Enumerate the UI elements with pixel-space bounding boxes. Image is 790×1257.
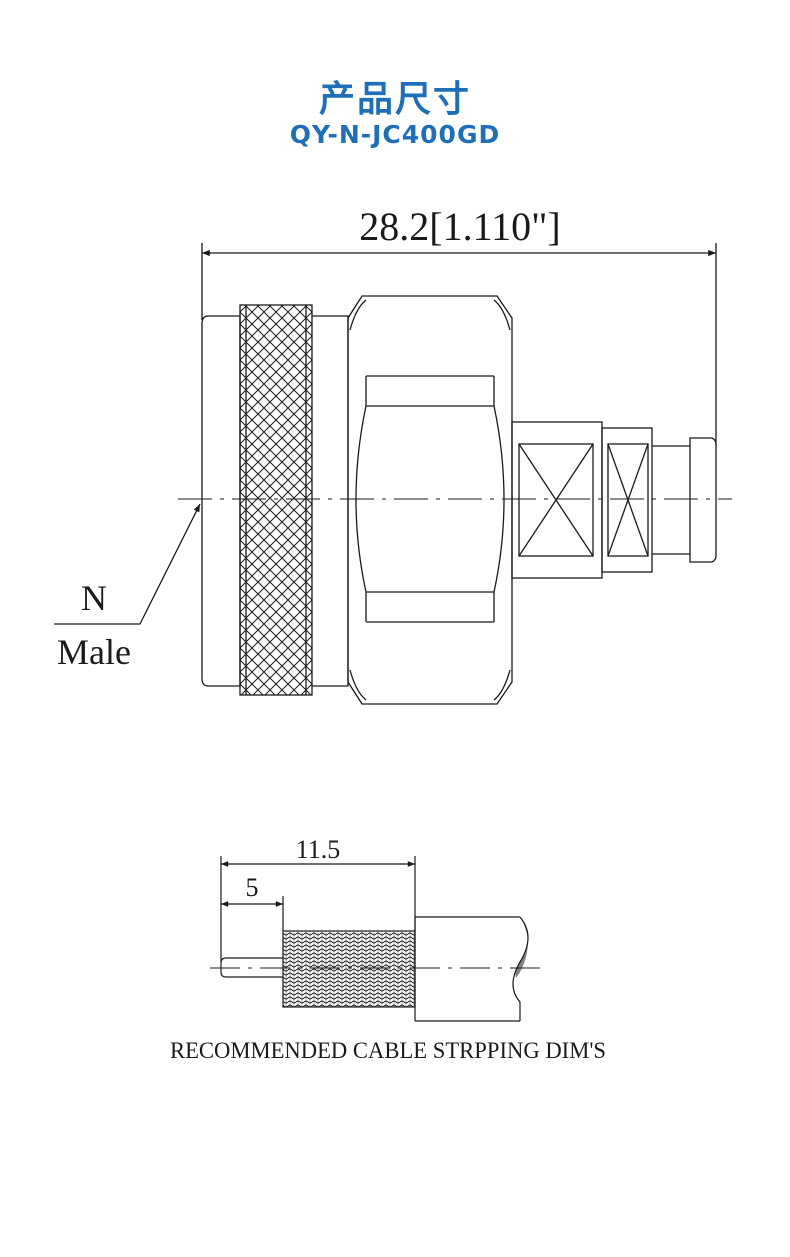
connector-drawing — [54, 243, 732, 705]
cable-jacket — [414, 916, 520, 1022]
cable-braid — [282, 930, 416, 1008]
strip-length-label: 11.5 — [296, 835, 341, 864]
leader-line — [54, 503, 201, 625]
coupling-nut-front — [201, 315, 241, 687]
hex-body — [347, 295, 513, 705]
coupling-nut-knurl — [239, 304, 313, 696]
model-number: QY-N-JC400GD — [289, 120, 501, 149]
gender-label: Male — [57, 632, 131, 672]
connector-type-label: N — [81, 578, 107, 618]
cable-tail — [652, 437, 717, 563]
rear-ferrule — [601, 427, 653, 573]
overall-length-label: 28.2[1.110"] — [359, 204, 560, 249]
cable-drawing — [210, 856, 546, 1022]
page-title: 产品尺寸 — [318, 79, 471, 120]
crimp-sleeve — [511, 421, 603, 579]
pin-length-label: 5 — [246, 873, 259, 902]
cable-caption: RECOMMENDED CABLE STRPPING DIM'S — [170, 1038, 606, 1063]
